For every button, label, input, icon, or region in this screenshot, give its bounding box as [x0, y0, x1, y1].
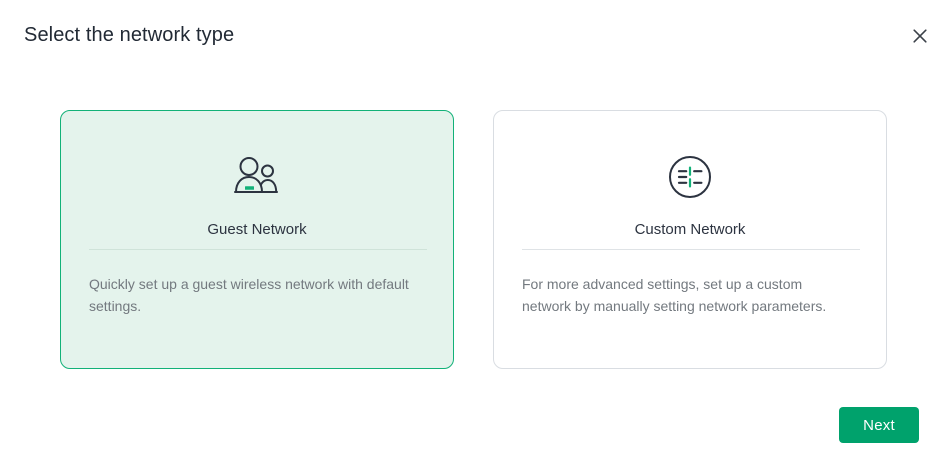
- card-divider: [522, 249, 860, 250]
- settings-sliders-circle-icon: [494, 151, 886, 203]
- card-divider: [89, 249, 427, 250]
- network-card-guest-network[interactable]: Guest Network Quickly set up a guest wir…: [60, 110, 454, 369]
- people-icon: [61, 151, 453, 203]
- dialog-footer: Next: [0, 395, 948, 475]
- card-description-custom-network: For more advanced settings, set up a cus…: [522, 276, 827, 314]
- close-button[interactable]: [906, 22, 934, 50]
- network-card-custom-network[interactable]: Custom Network For more advanced setting…: [493, 110, 887, 369]
- card-title-custom-network: Custom Network: [634, 221, 746, 238]
- page-title: Select the network type: [24, 24, 235, 46]
- close-icon: [911, 27, 929, 45]
- card-description-guest-network: Quickly set up a guest wireless network …: [89, 276, 409, 314]
- next-button[interactable]: Next: [839, 407, 919, 443]
- network-type-options: Guest Network Quickly set up a guest wir…: [60, 110, 887, 369]
- dialog-header: Select the network type: [0, 0, 948, 72]
- card-title-guest-network: Guest Network: [207, 221, 307, 238]
